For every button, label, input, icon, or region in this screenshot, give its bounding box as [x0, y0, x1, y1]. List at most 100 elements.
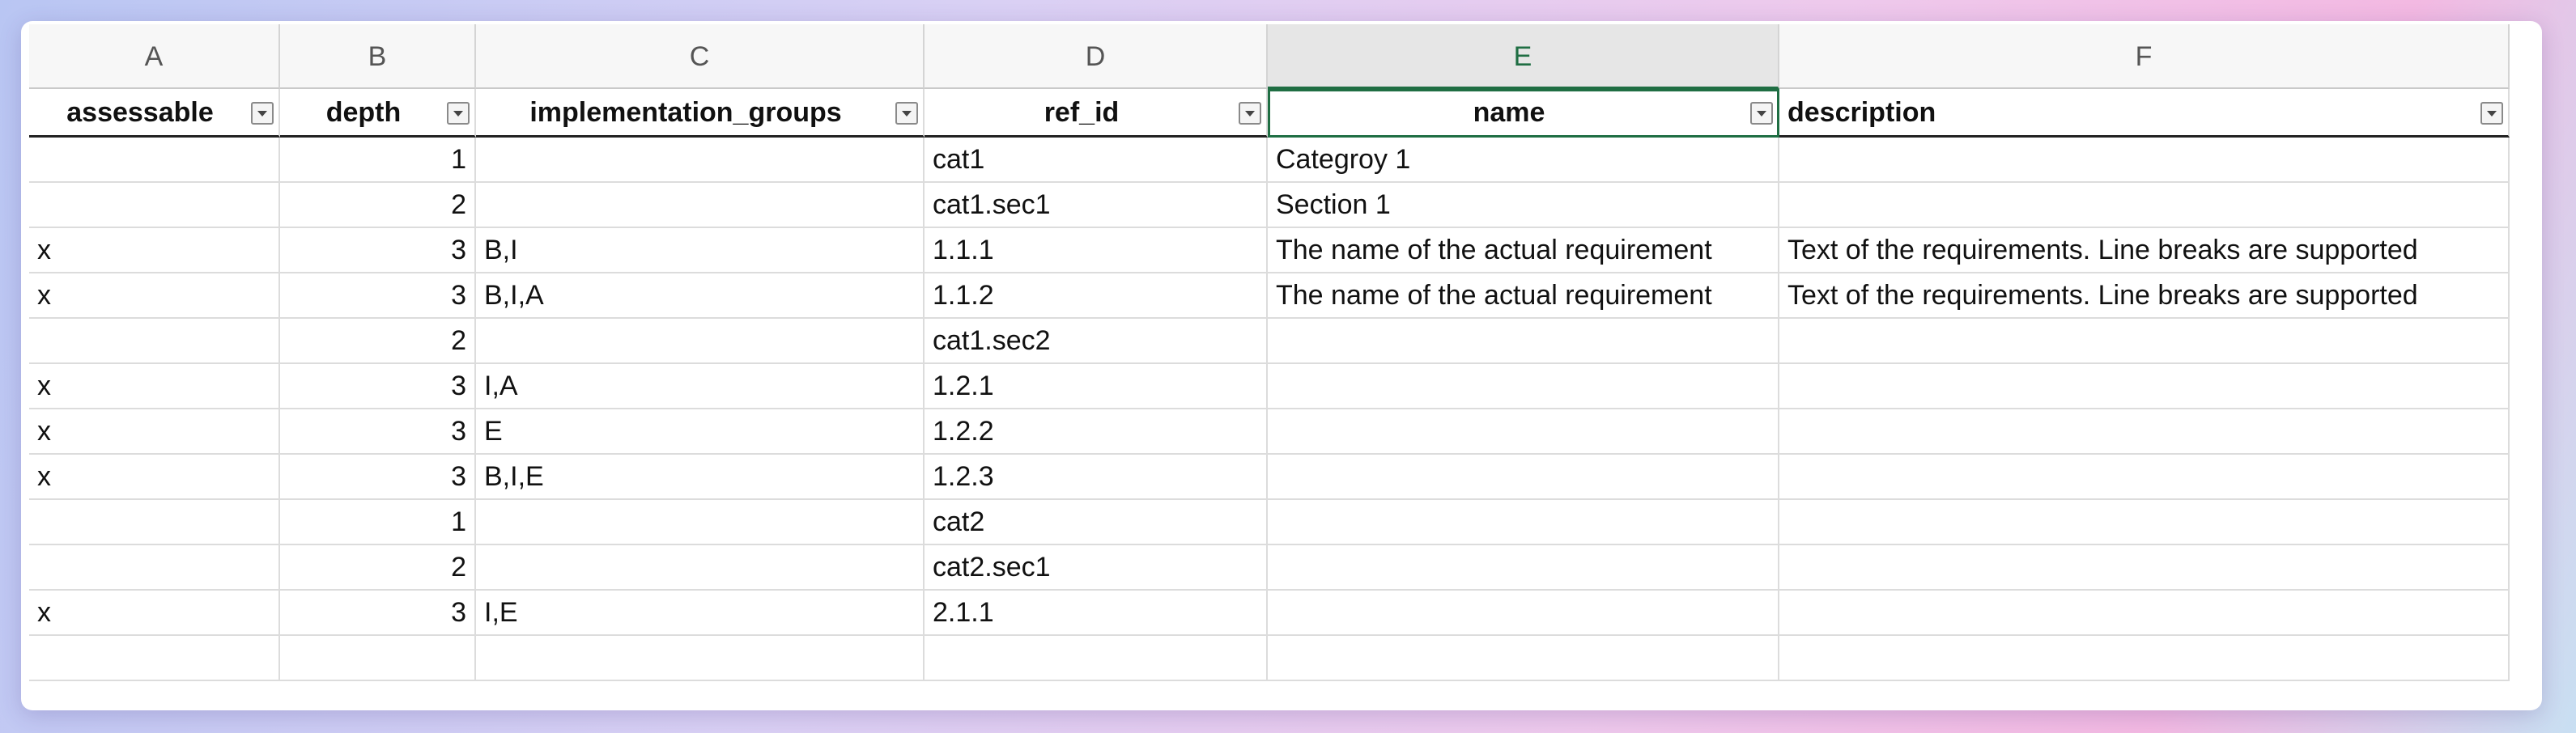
cell-ref-id[interactable]: 1.2.1	[925, 364, 1268, 409]
cell-assessable[interactable]: x	[29, 273, 280, 319]
filter-dropdown-icon[interactable]	[1750, 102, 1773, 125]
cell-depth[interactable]: 2	[280, 319, 476, 364]
cell-implementation-groups[interactable]	[476, 183, 925, 228]
cell-implementation-groups[interactable]	[476, 138, 925, 183]
cell-ref-id[interactable]: cat2.sec1	[925, 545, 1268, 591]
cell-depth[interactable]: 1	[280, 500, 476, 545]
cell-description[interactable]	[1779, 364, 2510, 409]
cell-depth[interactable]: 3	[280, 364, 476, 409]
cell-name[interactable]: Categroy 1	[1268, 138, 1779, 183]
column-letter-d[interactable]: D	[925, 24, 1268, 89]
cell-name[interactable]	[1268, 545, 1779, 591]
cell-depth[interactable]: 3	[280, 228, 476, 273]
column-letter-b[interactable]: B	[280, 24, 476, 89]
cell-description[interactable]: Text of the requirements. Line breaks ar…	[1779, 273, 2510, 319]
cell-ref-id[interactable]: cat1.sec2	[925, 319, 1268, 364]
cell-description[interactable]	[1779, 319, 2510, 364]
cell-assessable[interactable]	[29, 138, 280, 183]
cell-ref-id[interactable]: 1.1.1	[925, 228, 1268, 273]
cell-assessable[interactable]	[29, 183, 280, 228]
cell-description[interactable]	[1779, 591, 2510, 636]
cell-name[interactable]	[1268, 409, 1779, 455]
cell-implementation-groups[interactable]: B,I,E	[476, 455, 925, 500]
cell-name[interactable]	[1268, 591, 1779, 636]
cell-ref-id[interactable]: cat1.sec1	[925, 183, 1268, 228]
cell-depth[interactable]: 2	[280, 545, 476, 591]
header-cell-assessable[interactable]: assessable	[29, 89, 280, 138]
cell-name[interactable]	[1268, 500, 1779, 545]
column-letter-e[interactable]: E	[1268, 24, 1779, 89]
cell-assessable[interactable]	[29, 319, 280, 364]
cell-assessable[interactable]: x	[29, 228, 280, 273]
cell-name[interactable]	[1268, 636, 1779, 681]
header-cell-name[interactable]: name	[1268, 89, 1779, 138]
cell-name[interactable]	[1268, 455, 1779, 500]
header-cell-description[interactable]: description	[1779, 89, 2510, 138]
header-cell-implementation-groups[interactable]: implementation_groups	[476, 89, 925, 138]
header-label: depth	[325, 97, 402, 128]
cell-assessable[interactable]: x	[29, 364, 280, 409]
cell-assessable[interactable]	[29, 636, 280, 681]
cell-assessable[interactable]: x	[29, 409, 280, 455]
header-cell-depth[interactable]: depth	[280, 89, 476, 138]
cell-ref-id[interactable]: 1.2.2	[925, 409, 1268, 455]
filter-dropdown-icon[interactable]	[2480, 102, 2503, 125]
cell-assessable[interactable]	[29, 500, 280, 545]
cell-description[interactable]	[1779, 545, 2510, 591]
cell-ref-id[interactable]: cat1	[925, 138, 1268, 183]
header-label: description	[1787, 97, 1936, 128]
cell-implementation-groups[interactable]: B,I,A	[476, 273, 925, 319]
cell-description[interactable]	[1779, 183, 2510, 228]
table-row: 2 cat1.sec2	[29, 319, 2510, 364]
cell-depth[interactable]: 3	[280, 273, 476, 319]
cell-name[interactable]	[1268, 364, 1779, 409]
cell-implementation-groups[interactable]	[476, 500, 925, 545]
cell-assessable[interactable]: x	[29, 455, 280, 500]
cell-implementation-groups[interactable]	[476, 545, 925, 591]
spreadsheet-grid: A B C D E F assessable depth implementat…	[29, 24, 2510, 681]
cell-depth[interactable]: 3	[280, 455, 476, 500]
cell-ref-id[interactable]	[925, 636, 1268, 681]
cell-assessable[interactable]	[29, 545, 280, 591]
column-letter-c[interactable]: C	[476, 24, 925, 89]
cell-depth[interactable]	[280, 636, 476, 681]
cell-ref-id[interactable]: 1.2.3	[925, 455, 1268, 500]
cell-description[interactable]	[1779, 409, 2510, 455]
cell-depth[interactable]: 1	[280, 138, 476, 183]
filter-dropdown-icon[interactable]	[1239, 102, 1261, 125]
filter-dropdown-icon[interactable]	[447, 102, 470, 125]
cell-implementation-groups[interactable]	[476, 319, 925, 364]
cell-description[interactable]: Text of the requirements. Line breaks ar…	[1779, 228, 2510, 273]
header-label: ref_id	[1044, 97, 1120, 128]
cell-name[interactable]: The name of the actual requirement	[1268, 273, 1779, 319]
cell-implementation-groups[interactable]	[476, 636, 925, 681]
cell-description[interactable]	[1779, 455, 2510, 500]
filter-dropdown-icon[interactable]	[251, 102, 274, 125]
cell-ref-id[interactable]: 2.1.1	[925, 591, 1268, 636]
cell-ref-id[interactable]: 1.1.2	[925, 273, 1268, 319]
cell-assessable[interactable]: x	[29, 591, 280, 636]
column-letter-f[interactable]: F	[1779, 24, 2510, 89]
column-letter-bar: A B C D E F	[29, 24, 2510, 89]
cell-name[interactable]: Section 1	[1268, 183, 1779, 228]
cell-ref-id[interactable]: cat2	[925, 500, 1268, 545]
cell-description[interactable]	[1779, 138, 2510, 183]
cell-depth[interactable]: 3	[280, 591, 476, 636]
column-letter-a[interactable]: A	[29, 24, 280, 89]
cell-implementation-groups[interactable]: B,I	[476, 228, 925, 273]
table-row: 2 cat2.sec1	[29, 545, 2510, 591]
cell-description[interactable]	[1779, 500, 2510, 545]
cell-implementation-groups[interactable]: E	[476, 409, 925, 455]
header-label: assessable	[66, 97, 214, 128]
cell-name[interactable]	[1268, 319, 1779, 364]
filter-dropdown-icon[interactable]	[895, 102, 918, 125]
cell-implementation-groups[interactable]: I,E	[476, 591, 925, 636]
header-cell-ref-id[interactable]: ref_id	[925, 89, 1268, 138]
cell-description[interactable]	[1779, 636, 2510, 681]
cell-depth[interactable]: 2	[280, 183, 476, 228]
cell-name[interactable]: The name of the actual requirement	[1268, 228, 1779, 273]
cell-depth[interactable]: 3	[280, 409, 476, 455]
cell-implementation-groups[interactable]: I,A	[476, 364, 925, 409]
